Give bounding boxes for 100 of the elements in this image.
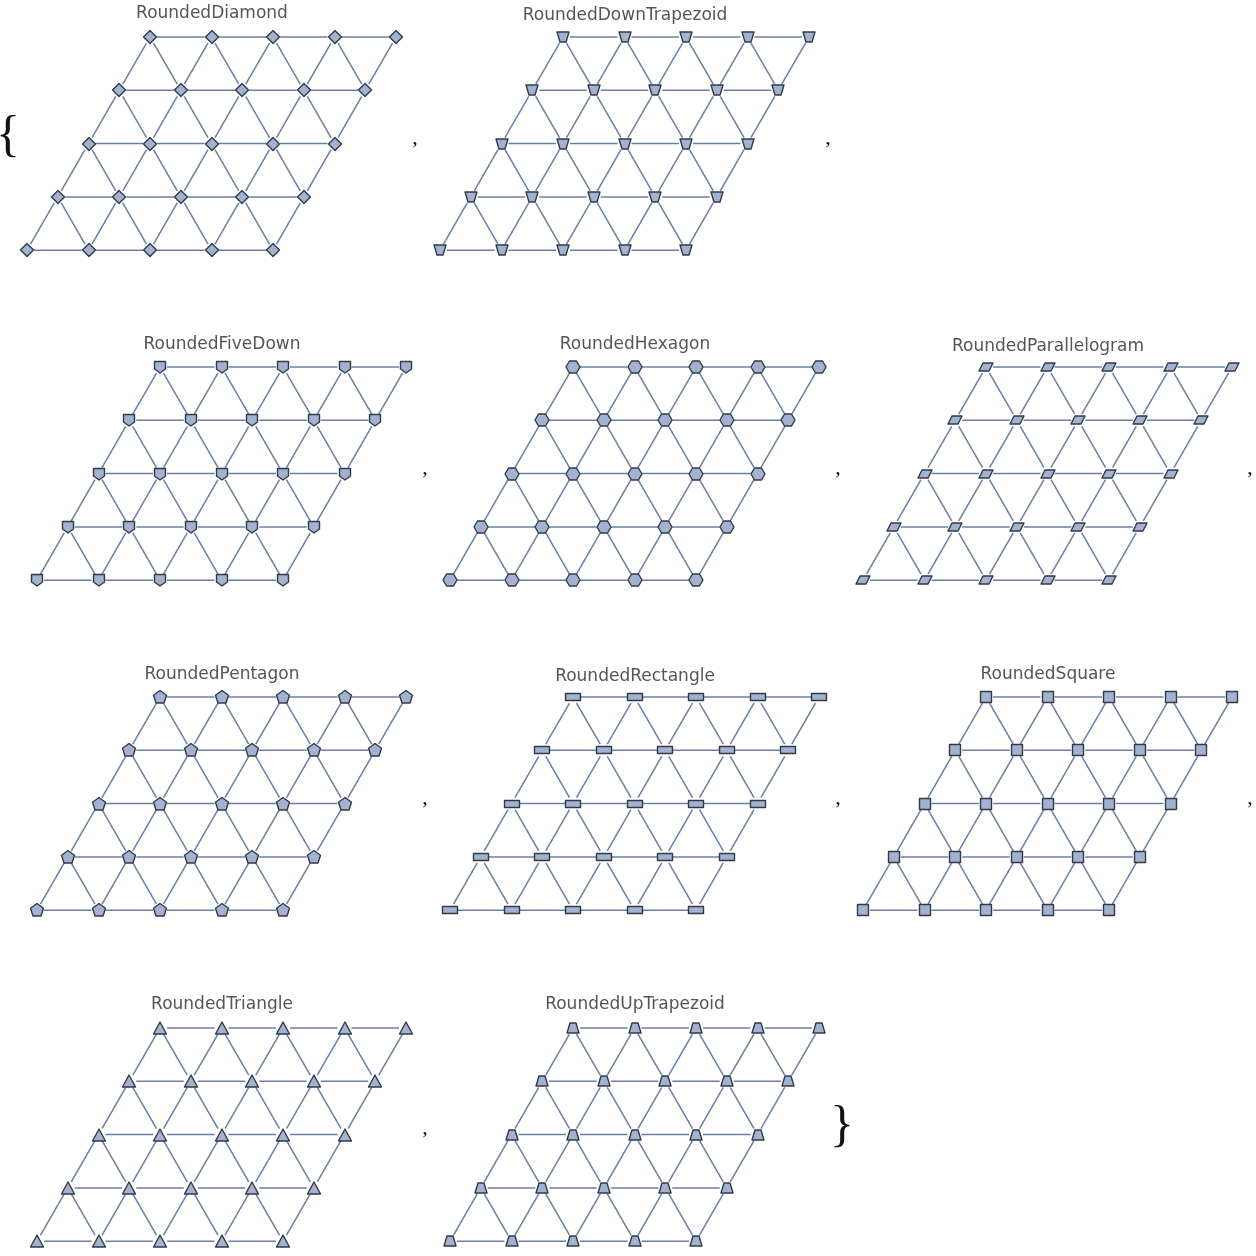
- diamond-vertex: [142, 135, 158, 152]
- pentagon-vertex: [182, 848, 199, 865]
- hexagon-vertex: [565, 359, 581, 375]
- graph-title: RoundedFiveDown: [143, 333, 301, 353]
- shield-vertex: [244, 518, 261, 535]
- inverted-trapezoid-vertex: [524, 82, 541, 99]
- diamond-vertex: [203, 135, 220, 152]
- inverted-trapezoid-vertex: [770, 82, 787, 99]
- triangle-vertex: [182, 1179, 199, 1196]
- diamond-vertex: [172, 82, 189, 99]
- hexagon-vertex: [626, 465, 643, 482]
- inverted-trapezoid-vertex: [739, 29, 756, 45]
- parallelogram-vertex: [1039, 359, 1056, 375]
- diamond-vertex: [265, 29, 281, 45]
- graph-title: RoundedSquare: [980, 663, 1116, 683]
- inverted-trapezoid-vertex: [708, 82, 725, 99]
- triangle-vertex: [121, 1073, 138, 1090]
- square-vertex: [978, 689, 994, 705]
- diamond-vertex: [111, 188, 128, 205]
- shield-vertex: [275, 572, 291, 589]
- hexagon-vertex: [749, 465, 766, 482]
- triangle-vertex: [152, 1020, 168, 1036]
- shield-vertex: [275, 465, 291, 482]
- trapezoid-vertex: [595, 1073, 612, 1090]
- inverted-trapezoid-vertex: [524, 188, 541, 205]
- square-vertex: [1224, 689, 1240, 705]
- pentagon-vertex: [305, 848, 322, 865]
- shield-vertex: [90, 465, 107, 482]
- pentagon-vertex: [213, 689, 230, 705]
- square-vertex: [1101, 689, 1117, 705]
- square-vertex: [1131, 848, 1148, 865]
- hexagon-vertex: [688, 572, 704, 589]
- hexagon-vertex: [626, 359, 643, 375]
- trapezoid-vertex: [442, 1233, 458, 1250]
- diamond-vertex: [19, 242, 35, 259]
- list-separator: ,: [1247, 456, 1253, 478]
- trapezoid-vertex: [534, 1073, 551, 1090]
- square-vertex: [1039, 689, 1056, 705]
- pentagon-vertex: [121, 848, 138, 865]
- diamond-vertex: [265, 242, 281, 259]
- curly-brace: {: [0, 108, 20, 158]
- hexagon-vertex: [688, 359, 704, 375]
- parallelogram-vertex: [1101, 359, 1117, 375]
- trapezoid-vertex: [565, 1233, 581, 1250]
- pentagon-vertex: [305, 742, 322, 759]
- hexagon-vertex: [811, 359, 827, 375]
- triangle-vertex: [182, 1073, 199, 1090]
- triangle-vertex: [213, 1020, 230, 1036]
- pentagon-vertex: [29, 902, 45, 919]
- pentagon-vertex: [213, 902, 230, 919]
- trapezoid-vertex: [749, 1020, 766, 1036]
- trapezoid-vertex: [565, 1020, 581, 1036]
- diamond-vertex: [265, 135, 281, 152]
- hexagon-vertex: [472, 518, 489, 535]
- pentagon-vertex: [244, 848, 261, 865]
- pentagon-vertex: [90, 902, 107, 919]
- pentagon-vertex: [121, 742, 138, 759]
- shield-vertex: [152, 465, 168, 482]
- trapezoid-vertex: [749, 1126, 766, 1143]
- pentagon-vertex: [90, 795, 107, 812]
- trapezoid-vertex: [595, 1179, 612, 1196]
- square-vertex: [978, 902, 994, 919]
- trapezoid-vertex: [688, 1020, 704, 1036]
- diamond-vertex: [234, 188, 251, 205]
- pentagon-vertex: [275, 689, 291, 705]
- parallelogram-vertex: [978, 359, 994, 375]
- triangle-vertex: [336, 1126, 353, 1143]
- inverted-trapezoid-vertex: [616, 29, 633, 45]
- list-separator: ,: [422, 1116, 428, 1138]
- square-vertex: [1070, 848, 1087, 865]
- pentagon-vertex: [182, 742, 199, 759]
- square-vertex: [1162, 689, 1179, 705]
- square-vertex: [1101, 795, 1117, 812]
- shield-vertex: [367, 412, 384, 429]
- pentagon-vertex: [398, 689, 414, 705]
- diamond-vertex: [203, 242, 220, 259]
- hexagon-vertex: [503, 465, 520, 482]
- inverted-trapezoid-vertex: [739, 135, 756, 152]
- pentagon-vertex: [275, 902, 291, 919]
- pentagon-vertex: [336, 689, 353, 705]
- inverted-trapezoid-vertex: [555, 135, 571, 152]
- shield-vertex: [182, 518, 199, 535]
- inverted-trapezoid-vertex: [462, 188, 479, 205]
- trapezoid-vertex: [657, 1179, 674, 1196]
- inverted-trapezoid-vertex: [678, 242, 694, 259]
- inverted-trapezoid-vertex: [801, 29, 817, 45]
- hexagon-vertex: [626, 572, 643, 589]
- shield-vertex: [121, 412, 138, 429]
- hexagon-vertex: [718, 518, 735, 535]
- square-vertex: [978, 795, 994, 812]
- hexagon-vertex: [657, 518, 674, 535]
- triangle-vertex: [275, 1126, 291, 1143]
- square-vertex: [855, 902, 871, 919]
- list-separator: ,: [825, 126, 831, 148]
- hexagon-vertex: [780, 412, 797, 429]
- diamond-vertex: [326, 29, 343, 45]
- diamond-vertex: [142, 242, 158, 259]
- diamond-vertex: [234, 82, 251, 99]
- diamond-vertex: [142, 29, 158, 45]
- trapezoid-vertex: [626, 1233, 643, 1250]
